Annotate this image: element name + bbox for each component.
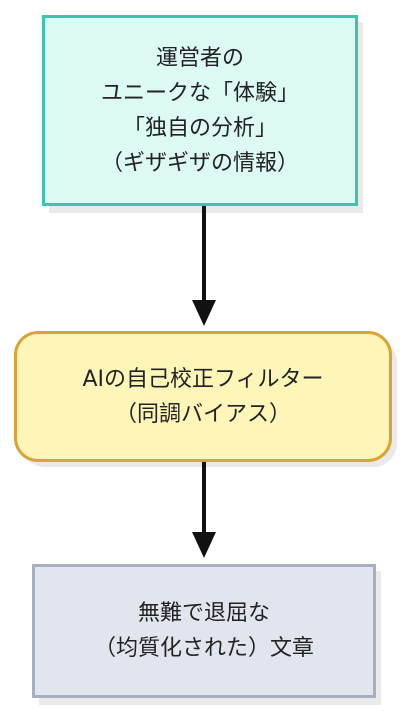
source-node: 運営者の ユニークな「体験」 「独自の分析」 （ギザギザの情報） <box>42 15 358 206</box>
arrow-filter-to-output <box>192 462 216 558</box>
source-node-line: （ギザギザの情報） <box>100 150 299 176</box>
output-node-line: 無難で退屈な <box>137 601 270 626</box>
source-node-line: 「独自の分析」 <box>122 115 277 141</box>
filter-node-line: （同調バイアス） <box>114 401 291 427</box>
filter-node-line: AIの自己校正フィルター <box>82 366 324 392</box>
arrow-source-to-filter <box>192 206 216 326</box>
source-node-line: ユニークな「体験」 <box>100 80 299 106</box>
source-node-line: 運営者の <box>155 45 244 71</box>
output-node-line: （均質化された）文章 <box>93 636 314 661</box>
output-node: 無難で退屈な （均質化された）文章 <box>32 564 376 698</box>
filter-node: AIの自己校正フィルター （同調バイアス） <box>14 331 392 462</box>
